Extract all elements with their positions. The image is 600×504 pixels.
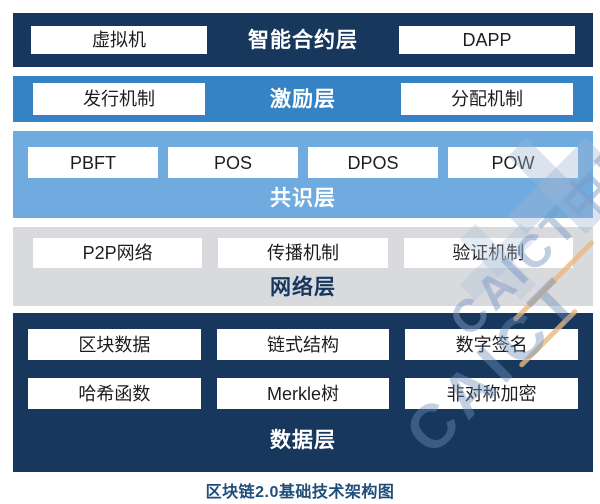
layer-smart-contract: 虚拟机 智能合约层 DAPP (13, 13, 593, 67)
node-p2p-network: P2P网络 (33, 238, 203, 268)
consensus-node-row: PBFT POS DPOS POW (28, 147, 578, 178)
layer-stack: 虚拟机 智能合约层 DAPP 发行机制 激励层 分配机制 PBFT POS DP… (13, 13, 593, 472)
layer-network: P2P网络 传播机制 验证机制 网络层 (13, 227, 593, 306)
node-block-data: 区块数据 (28, 329, 201, 360)
node-distribution-mechanism: 分配机制 (401, 83, 573, 115)
node-chain-structure: 链式结构 (216, 329, 390, 360)
node-asymmetric-encryption: 非对称加密 (405, 378, 578, 409)
layer-title-consensus: 共识层 (270, 186, 336, 210)
diagram-caption: 区块链2.0基础技术架构图 (205, 484, 395, 501)
node-dpos: DPOS (308, 147, 438, 178)
node-digital-signature: 数字签名 (405, 329, 578, 360)
data-node-row-1: 区块数据 链式结构 数字签名 (28, 329, 578, 360)
data-node-row-2: 哈希函数 Merkle树 非对称加密 (28, 378, 578, 409)
layer-consensus: PBFT POS DPOS POW 共识层 (13, 131, 593, 218)
node-pow: POW (448, 147, 578, 178)
node-merkle-tree: Merkle树 (216, 378, 390, 409)
node-pbft: PBFT (28, 147, 158, 178)
layer-title-incentive: 激励层 (270, 87, 336, 111)
layer-data: 区块数据 链式结构 数字签名 哈希函数 Merkle树 非对称加密 数据层 (13, 313, 593, 472)
node-hash-function: 哈希函数 (28, 378, 201, 409)
node-propagation-mechanism: 传播机制 (218, 238, 388, 268)
network-node-row: P2P网络 传播机制 验证机制 (33, 238, 573, 268)
node-dapp: DAPP (399, 26, 575, 54)
node-issuance-mechanism: 发行机制 (33, 83, 205, 115)
node-pos: POS (168, 147, 298, 178)
node-virtual-machine: 虚拟机 (31, 26, 207, 54)
layer-title-network: 网络层 (270, 275, 336, 299)
layer-incentive: 发行机制 激励层 分配机制 (13, 76, 593, 122)
layer-title-data: 数据层 (270, 429, 336, 452)
node-verification-mechanism: 验证机制 (403, 238, 573, 268)
layer-title-smart-contract: 智能合约层 (248, 28, 358, 52)
